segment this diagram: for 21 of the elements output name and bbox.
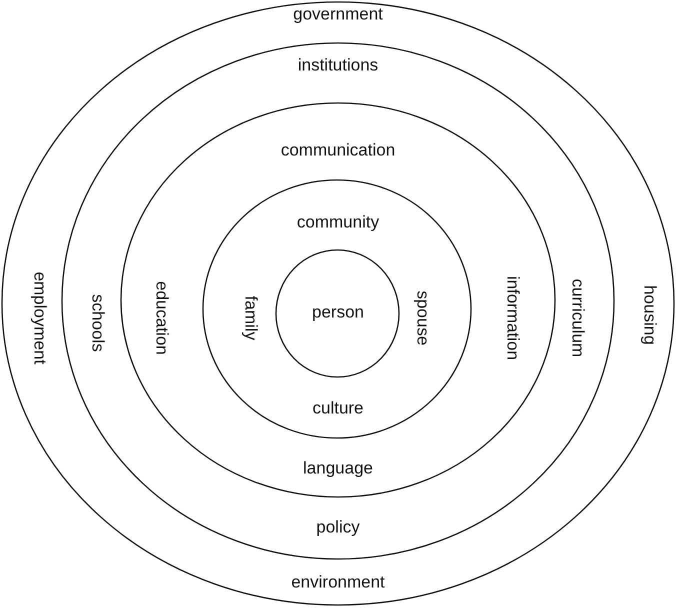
ring-label: communication <box>280 142 396 158</box>
ellipse-ring <box>62 43 614 559</box>
ring-label: community <box>296 214 380 230</box>
ellipse-ring <box>203 180 471 438</box>
ring-label: family <box>242 296 260 340</box>
ring-label: curriculum <box>570 278 586 358</box>
ring-label: government <box>293 6 383 22</box>
ring-label: language <box>303 460 373 476</box>
ring-label: information <box>504 276 522 360</box>
ring-label: education <box>154 281 170 355</box>
ring-label: employment <box>32 272 48 364</box>
ring-label: housing <box>642 285 658 345</box>
ring-label: policy <box>316 518 360 536</box>
ring-label: institutions <box>298 56 378 74</box>
ellipse-ring <box>276 250 399 377</box>
ring-label: spouse <box>414 290 432 346</box>
ring-label: environment <box>291 574 385 590</box>
ellipse-ring <box>121 103 555 497</box>
ring-label: person <box>312 304 364 320</box>
ring-label: culture <box>312 400 364 416</box>
ring-label: schools <box>90 294 106 352</box>
